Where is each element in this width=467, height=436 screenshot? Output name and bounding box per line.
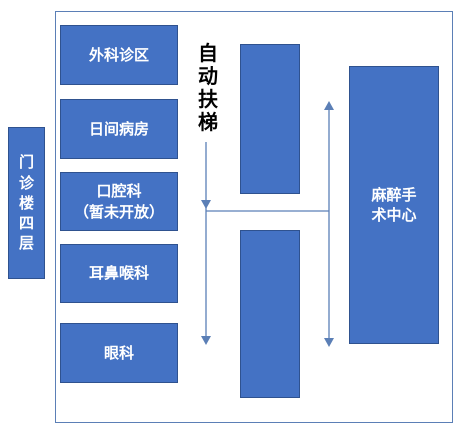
arrow-down-icon [324, 338, 334, 347]
anesthesia-surgery-center: 麻醉手 术中心 [349, 66, 439, 344]
anesthesia-label-line1: 麻醉手 [371, 185, 417, 204]
room-ophthalmology: 眼科 [60, 323, 178, 383]
building-label-char: 层 [18, 234, 34, 253]
escalator-label: 自 动 扶 梯 [196, 42, 220, 134]
building-label-char: 楼 [18, 193, 34, 212]
room-day-ward: 日间病房 [60, 99, 178, 159]
structure-block-upper [240, 44, 300, 194]
room-ent-label: 耳鼻喉科 [88, 264, 149, 283]
building-label-char: 门 [18, 153, 34, 172]
arrow-down-icon [201, 200, 211, 209]
escalator-label-char: 动 [198, 64, 218, 88]
room-surgery-label: 外科诊区 [88, 45, 149, 64]
structure-block-lower [240, 230, 300, 398]
escalator-label-char: 梯 [198, 110, 218, 134]
arrow-up-icon [324, 101, 334, 110]
room-day-ward-label: 日间病房 [88, 119, 149, 138]
anesthesia-label-line2: 术中心 [371, 206, 417, 224]
room-surgery: 外科诊区 [60, 25, 178, 85]
escalator-label-char: 自 [198, 41, 218, 65]
room-stomatology-label: 口腔科 [96, 182, 142, 201]
building-label-char: 诊 [18, 173, 34, 192]
building-label-char: 四 [18, 214, 34, 233]
escalator-label-char: 扶 [198, 87, 218, 111]
room-ophthalmology-label: 眼科 [103, 343, 134, 362]
arrow-down-icon [201, 336, 211, 345]
building-floor-label: 门 诊 楼 四 层 [8, 127, 45, 279]
room-stomatology-status: （暂未开放） [73, 202, 164, 221]
room-ent: 耳鼻喉科 [60, 244, 178, 303]
room-stomatology: 口腔科 （暂未开放） [60, 172, 178, 231]
